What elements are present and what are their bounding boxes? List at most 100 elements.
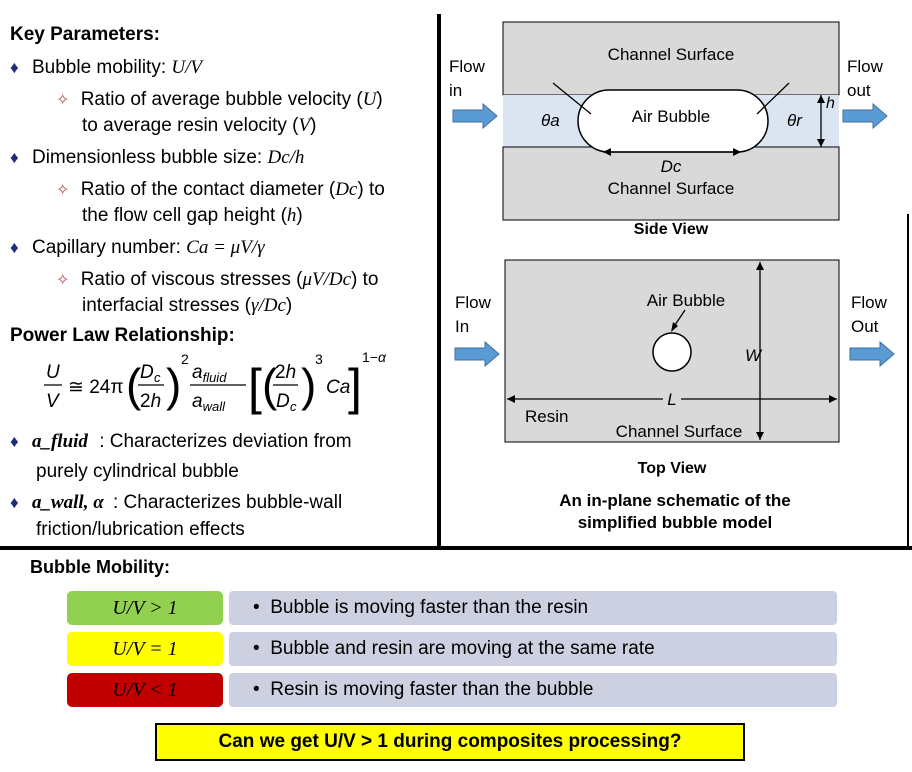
- schematic-caption: An in-plane schematic of the simplified …: [445, 490, 905, 534]
- capillary-desc-1-var: μV/Dc: [302, 269, 352, 290]
- size-desc-2a: the flow cell gap height (: [82, 205, 287, 226]
- diamond-bullet-icon: ♦: [10, 493, 19, 512]
- mobility-condition: U/V < 1: [67, 673, 223, 707]
- fluid-term: a_fluid: [31, 431, 88, 452]
- mobility-label: Bubble mobility:: [31, 57, 167, 78]
- fluid-desc-1: : Characterizes deviation from: [99, 431, 352, 452]
- top-flow-in-2: In: [455, 317, 469, 336]
- theta-a-label: θa: [541, 111, 560, 130]
- capillary-label: Capillary number:: [31, 237, 181, 258]
- eq-u: U: [46, 362, 60, 383]
- star-bullet-icon: ✧: [56, 182, 70, 199]
- size-desc-1: ✧ Ratio of the contact diameter (Dc) to: [56, 178, 385, 203]
- key-parameters-title: Key Parameters:: [10, 24, 160, 45]
- mobility-desc-text: Bubble and resin are moving at the same …: [270, 638, 655, 659]
- capillary-desc-2b: ): [285, 295, 293, 316]
- eq-2h-b: 2h: [275, 362, 296, 383]
- mobility-expr: U/V: [171, 57, 202, 78]
- size-label: Dimensionless bubble size:: [31, 147, 263, 168]
- eq-bracket-r: ]: [348, 359, 362, 415]
- side-flow-out-2: out: [847, 81, 871, 100]
- eq-approx: ≅ 24π: [68, 377, 123, 398]
- eq-paren-l2: (: [262, 359, 278, 411]
- mobility-description: • Bubble and resin are moving at the sam…: [229, 632, 837, 666]
- size-desc-1a: Ratio of the contact diameter (: [80, 179, 336, 200]
- resin-label: Resin: [525, 407, 568, 426]
- diamond-bullet-icon: ♦: [10, 148, 19, 167]
- dc-arrow-right: [733, 148, 741, 156]
- side-top-surface-label: Channel Surface: [608, 45, 735, 64]
- top-bubble-pointer-head: [671, 322, 678, 332]
- capillary-desc-1b: ) to: [351, 269, 379, 290]
- capillary-desc-2: interfacial stresses (γ/Dc): [82, 294, 292, 318]
- size-desc-2b: ): [296, 205, 303, 226]
- eq-ca: Ca: [326, 377, 350, 398]
- eq-dc-b: D: [276, 391, 290, 412]
- fluid-term-line: ♦ a_fluid : Characterizes deviation from: [10, 430, 352, 454]
- eq-2h: 2h: [140, 391, 161, 412]
- mobility-description: • Resin is moving faster than the bubble: [229, 673, 837, 707]
- side-flow-in-arrow-icon: [452, 102, 498, 130]
- mobility-desc-1-var: U: [362, 89, 377, 110]
- top-flow-out-2: Out: [851, 317, 879, 336]
- side-view-caption: Side View: [634, 221, 709, 238]
- h-label: h: [826, 95, 835, 112]
- power-law-title: Power Law Relationship:: [10, 325, 235, 346]
- size-desc-2: the flow cell gap height (h): [82, 204, 303, 228]
- dc-label: Dc: [661, 157, 682, 176]
- theta-a-line: [552, 82, 592, 115]
- star-bullet-icon: ✧: [56, 92, 70, 109]
- size-expr: Dc/h: [267, 147, 305, 168]
- diamond-bullet-icon: ♦: [10, 238, 19, 257]
- size-desc-2-var: h: [286, 205, 297, 226]
- top-flow-in-arrow-icon: [454, 340, 500, 368]
- right-edge-line: [907, 214, 909, 547]
- l-arrow-right: [829, 395, 837, 403]
- wall-term-line: ♦ a_wall, α : Characterizes bubble-wall: [10, 491, 342, 515]
- eq-sq: 2: [181, 351, 189, 367]
- top-view-diagram: Air Bubble W L Resin Channel Surface Flo…: [454, 259, 895, 477]
- capillary-desc-2-var: γ/Dc: [250, 295, 286, 316]
- size-desc-1-var: Dc: [335, 179, 358, 200]
- param-mobility: ♦ Bubble mobility: U/V: [10, 56, 202, 80]
- wall-desc-2: friction/lubrication effects: [36, 519, 245, 540]
- side-flow-out-arrow-icon: [842, 102, 888, 130]
- fluid-desc-2: purely cylindrical bubble: [36, 461, 239, 482]
- side-flow-in-1: Flow: [449, 57, 486, 76]
- param-capillary: ♦ Capillary number: Ca = μV/γ: [10, 236, 265, 260]
- w-label: W: [745, 346, 763, 365]
- side-bottom-surface-label: Channel Surface: [608, 179, 735, 198]
- eq-dc-b-sub: c: [290, 399, 297, 414]
- eq-dc: D: [140, 362, 154, 383]
- mobility-condition: U/V = 1: [67, 632, 223, 666]
- eq-exp: 1−α: [362, 350, 387, 365]
- mobility-condition: U/V > 1: [67, 591, 223, 625]
- theta-r-line: [756, 82, 790, 115]
- mobility-title: Bubble Mobility:: [30, 557, 170, 577]
- theta-r-label: θr: [787, 111, 803, 130]
- top-flow-out-1: Flow: [851, 293, 888, 312]
- side-flow-in-2: in: [449, 81, 462, 100]
- capillary-desc-2a: interfacial stresses (: [82, 295, 251, 316]
- wall-term: a_wall, α: [31, 492, 104, 513]
- eq-dc-sub: c: [154, 370, 161, 385]
- eq-bracket-l: [: [248, 359, 262, 415]
- eq-awall: awall: [192, 391, 226, 414]
- mobility-desc-text: Resin is moving faster than the bubble: [270, 679, 594, 700]
- eq-paren-r: ): [166, 359, 181, 411]
- size-desc-1b: ) to: [357, 179, 385, 200]
- star-bullet-icon: ✧: [56, 272, 70, 289]
- side-bottom-surface: [502, 146, 840, 221]
- eq-cube: 3: [315, 351, 323, 367]
- horizontal-divider: [0, 546, 912, 550]
- l-label: L: [667, 390, 676, 409]
- diamond-bullet-icon: ♦: [10, 432, 19, 451]
- wall-desc-1: : Characterizes bubble-wall: [113, 492, 343, 513]
- capillary-expr: Ca = μV/γ: [186, 237, 265, 258]
- capillary-desc-1: ✧ Ratio of viscous stresses (μV/Dc) to: [56, 268, 378, 293]
- w-arrow-bottom: [756, 432, 764, 440]
- top-air-bubble: [652, 332, 692, 372]
- mobility-desc-2: to average resin velocity (V): [82, 114, 316, 138]
- top-surface-label: Channel Surface: [616, 422, 743, 441]
- side-top-surface: [502, 21, 840, 96]
